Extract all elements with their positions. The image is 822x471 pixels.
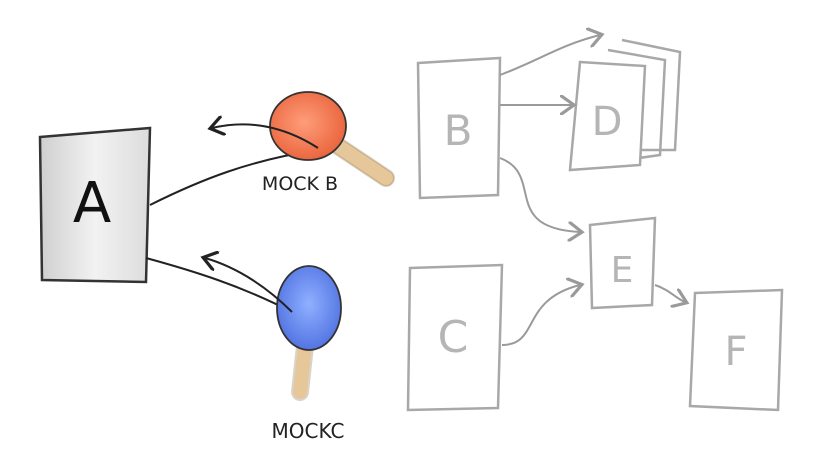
arrow-e-to-f xyxy=(654,284,685,302)
mock-b-return-arrow xyxy=(212,124,319,149)
box-d-back-1 xyxy=(607,48,667,162)
mock-b: MOCK B xyxy=(212,91,395,195)
arrow-b-to-e xyxy=(499,157,580,232)
line-a-to-mock-c xyxy=(145,257,293,313)
box-d-stack: D xyxy=(568,38,682,172)
box-a: A xyxy=(38,126,152,284)
box-a-label: A xyxy=(73,171,111,236)
box-b-label: B xyxy=(444,106,473,155)
box-d-shape xyxy=(568,60,647,172)
box-d-label: D xyxy=(592,99,623,145)
box-c: C xyxy=(406,263,504,412)
mock-c: MOCKC xyxy=(205,258,344,443)
box-b: B xyxy=(416,56,502,200)
box-d-back-2 xyxy=(621,38,682,152)
box-f: F xyxy=(688,288,784,412)
mock-b-label: MOCK B xyxy=(262,173,338,195)
mock-c-label: MOCKC xyxy=(272,419,345,443)
box-f-shape xyxy=(688,288,784,412)
mock-c-return-arrow xyxy=(205,258,293,313)
arrow-c-to-e xyxy=(501,285,580,346)
box-b-shape xyxy=(416,56,502,200)
box-f-label: F xyxy=(724,329,747,375)
box-c-label: C xyxy=(438,312,469,363)
mock-c-handle xyxy=(293,339,312,399)
arrow-b-to-d-copy xyxy=(499,35,600,76)
mock-b-paddle-icon xyxy=(269,91,347,161)
box-e-label: E xyxy=(611,250,634,291)
box-a-shape xyxy=(38,126,152,284)
box-c-shape xyxy=(406,263,504,412)
box-e: E xyxy=(588,216,657,310)
mock-c-paddle-icon xyxy=(276,265,342,351)
box-e-shape xyxy=(588,216,657,310)
